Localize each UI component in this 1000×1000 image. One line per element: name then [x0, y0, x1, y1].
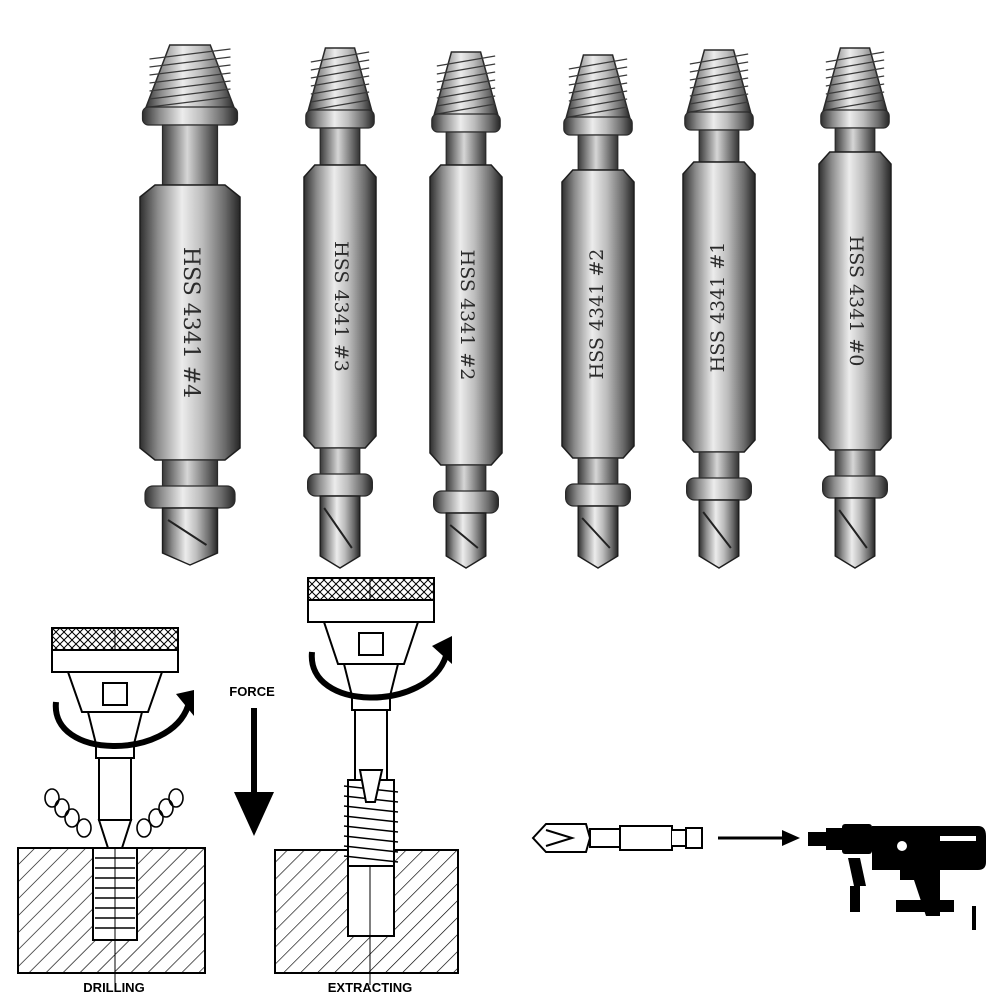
bit-engraving: HSS 4341 #1: [707, 242, 729, 373]
bit-engraving: HSS 4341 #2: [586, 249, 608, 380]
bit-engraving: HSS 4341 #4: [178, 247, 203, 398]
extractor-bit-2: HSS 4341 #2: [429, 51, 503, 569]
force-label: FORCE: [229, 684, 275, 699]
extractor-bit-4: HSS 4341 #1: [682, 49, 756, 569]
extractor-bit-set: HSS 4341 #4 HSS 4341 #3 HSS 4341 #2 HSS 434…: [139, 44, 892, 569]
bit-engraving: HSS 4341 #2: [456, 250, 478, 381]
extracting-label: EXTRACTING: [328, 980, 413, 995]
extracting-diagram: EXTRACTING: [274, 577, 459, 995]
power-drill-icon: [808, 824, 986, 930]
drilling-label: DRILLING: [83, 980, 144, 995]
arrow-down-icon: [234, 792, 274, 836]
force-indicator: FORCE: [229, 684, 275, 836]
extractor-bit-icon: [531, 823, 703, 853]
extractor-bit-1: HSS 4341 #3: [303, 47, 377, 569]
drilling-diagram: DRILLING: [17, 627, 206, 995]
arrow-right-icon: [718, 830, 800, 846]
extractor-bit-5: HSS 4341 #0: [818, 47, 892, 569]
bit-engraving: HSS 4341 #3: [330, 241, 352, 372]
extractor-bit-0: HSS 4341 #4: [139, 44, 241, 566]
usage-illustration: [531, 823, 986, 930]
extractor-bit-3: HSS 4341 #2: [561, 54, 635, 569]
bit-engraving: HSS 4341 #0: [845, 236, 867, 367]
